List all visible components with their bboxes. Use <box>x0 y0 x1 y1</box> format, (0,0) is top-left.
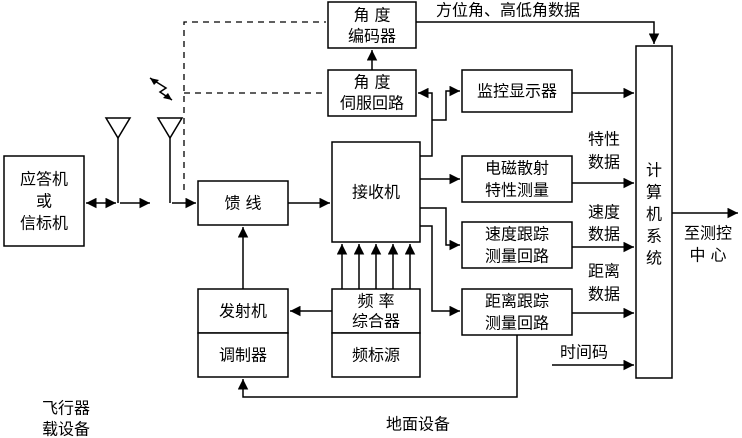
receiver-block: 接收机 <box>331 141 421 243</box>
feeder-block: 馈 线 <box>197 180 289 226</box>
angle-data-label: 方位角、高低角数据 <box>436 1 580 20</box>
computer-char-3: 机 <box>646 205 662 224</box>
transponder-line-2: 或 <box>36 192 52 211</box>
to-center-line-1: 至测控 <box>684 224 732 243</box>
vel-track-line-2: 测量回路 <box>485 247 549 266</box>
receiver-label: 接收机 <box>352 183 400 202</box>
computer-char-5: 统 <box>646 249 662 268</box>
modulator-block: 调制器 <box>197 332 289 378</box>
monitor-block: 监控显示器 <box>461 69 573 113</box>
computer-char-2: 算 <box>646 183 662 202</box>
angle-servo-line-2: 伺服回路 <box>340 94 404 113</box>
em-measure-line-2: 特性测量 <box>485 181 549 200</box>
computer-char-1: 计 <box>646 161 662 180</box>
wireless-link-icon <box>149 77 173 101</box>
connector-lines <box>86 21 738 398</box>
angle-servo-block: 角 度 伺服回路 <box>327 69 417 117</box>
freq-std-label: 频标源 <box>352 346 400 365</box>
range-data-line-2: 数据 <box>588 285 620 304</box>
transponder-line-1: 应答机 <box>20 170 68 189</box>
transmitter-label: 发射机 <box>219 302 267 321</box>
em-measure-line-1: 电磁散射 <box>485 159 549 178</box>
modulator-label: 调制器 <box>219 346 267 365</box>
vel-track-block: 速度跟踪 测量回路 <box>461 221 573 269</box>
angle-encoder-line-2: 编码器 <box>348 27 396 46</box>
transponder-block: 应答机 或 信标机 <box>3 155 85 247</box>
monitor-label: 监控显示器 <box>477 82 557 101</box>
synthesizer-line-2: 综合器 <box>352 312 400 331</box>
characteristic-data-line-1: 特性 <box>588 130 620 149</box>
synthesizer-line-1: 频 率 <box>357 292 394 311</box>
feeder-label: 馈 线 <box>224 194 261 213</box>
angle-encoder-block: 角 度 编码器 <box>327 1 417 49</box>
synthesizer-block: 频 率 综合器 <box>331 288 421 334</box>
angle-encoder-line-1: 角 度 <box>353 6 390 25</box>
velocity-data-line-1: 速度 <box>588 203 620 222</box>
to-center-line-2: 中 心 <box>689 246 726 265</box>
transmitter-block: 发射机 <box>197 288 289 334</box>
airborne-antenna-icon <box>104 117 132 203</box>
range-track-line-2: 测量回路 <box>485 314 549 333</box>
range-track-line-1: 距离跟踪 <box>485 292 549 311</box>
transponder-line-3: 信标机 <box>20 214 68 233</box>
range-data-line-1: 距离 <box>588 262 620 281</box>
em-measure-block: 电磁散射 特性测量 <box>461 155 573 203</box>
ground-label: 地面设备 <box>386 415 450 434</box>
freq-std-block: 频标源 <box>331 332 421 378</box>
vel-track-line-1: 速度跟踪 <box>485 225 549 244</box>
dashed-links <box>183 21 326 190</box>
airborne-line-2: 载设备 <box>42 420 90 438</box>
angle-servo-line-1: 角 度 <box>353 73 390 92</box>
range-track-block: 距离跟踪 测量回路 <box>461 288 573 336</box>
velocity-data-line-2: 数据 <box>588 225 620 244</box>
computer-block: 计 算 机 系 统 <box>635 45 673 379</box>
computer-char-4: 系 <box>646 227 662 246</box>
airborne-line-1: 飞行器 <box>42 399 90 418</box>
ground-antenna-icon <box>156 117 184 203</box>
characteristic-data-line-2: 数据 <box>588 153 620 172</box>
time-code-label: 时间码 <box>560 343 608 362</box>
